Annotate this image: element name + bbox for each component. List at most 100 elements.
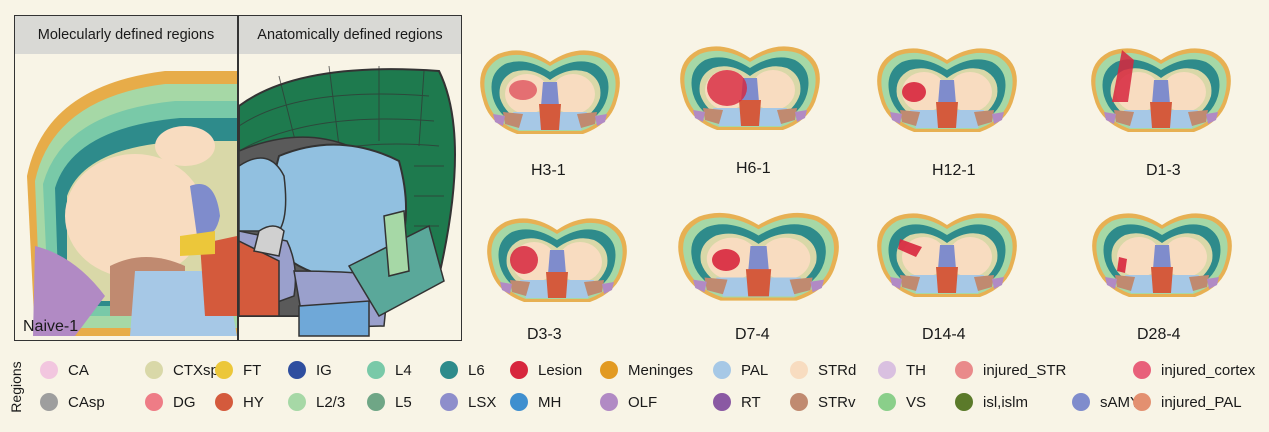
legend-label: CTXsp bbox=[173, 361, 219, 379]
sample-label-d1-3: D1-3 bbox=[1146, 162, 1181, 179]
legend-label: injured_PAL bbox=[1161, 393, 1242, 411]
legend-swatch bbox=[878, 393, 896, 411]
legend-item-casp: CAsp bbox=[40, 392, 105, 412]
legend-item-isl-islm: isl,islm bbox=[955, 392, 1028, 412]
legend-label: Meninges bbox=[628, 361, 694, 379]
legend-swatch bbox=[600, 361, 618, 379]
legend-swatch bbox=[955, 393, 973, 411]
legend-item-hy: HY bbox=[215, 392, 264, 412]
legend-swatch bbox=[878, 361, 896, 379]
legend-label: HY bbox=[243, 393, 264, 411]
legend-item-strv: STRv bbox=[790, 392, 856, 412]
sample-label-d28-4: D28-4 bbox=[1137, 326, 1181, 343]
sample-label-d3-3: D3-3 bbox=[527, 326, 562, 343]
legend-label: isl,islm bbox=[983, 393, 1028, 411]
anatomical-header: Anatomically defined regions bbox=[239, 16, 461, 54]
legend-label: injured_STR bbox=[983, 361, 1067, 379]
naive-brain-molecular bbox=[27, 71, 237, 336]
legend-item-mh: MH bbox=[510, 392, 561, 412]
legend-label: L2/3 bbox=[316, 393, 346, 411]
legend-swatch bbox=[40, 393, 58, 411]
legend-item-rt: RT bbox=[713, 392, 761, 412]
legend-swatch bbox=[440, 361, 458, 379]
sample-label-h12-1: H12-1 bbox=[932, 162, 976, 179]
legend-swatch bbox=[713, 361, 731, 379]
legend-swatch bbox=[215, 361, 233, 379]
legend-label: sAMY bbox=[1100, 393, 1141, 411]
legend-label: VS bbox=[906, 393, 927, 411]
legend-item-ig: IG bbox=[288, 360, 332, 380]
naive-label: Naive-1 bbox=[23, 318, 79, 335]
legend-swatch bbox=[510, 393, 528, 411]
legend-swatch bbox=[600, 393, 618, 411]
legend-label: FT bbox=[243, 361, 262, 379]
legend-label: OLF bbox=[628, 393, 658, 411]
legend-swatch bbox=[367, 361, 385, 379]
legend-item-lesion: Lesion bbox=[510, 360, 582, 380]
legend-item-vs: VS bbox=[878, 392, 926, 412]
legend-swatch bbox=[790, 393, 808, 411]
legend-swatch bbox=[790, 361, 808, 379]
legend-item-ca: CA bbox=[40, 360, 89, 380]
legend-label: TH bbox=[906, 361, 926, 379]
legend-label: LSX bbox=[468, 393, 497, 411]
legend-swatch bbox=[713, 393, 731, 411]
legend-item-ctxsp: CTXsp bbox=[145, 360, 219, 380]
legend-swatch bbox=[145, 361, 163, 379]
brain-section-d28-4 bbox=[1092, 213, 1232, 297]
brain-section-h6-1 bbox=[680, 46, 820, 130]
brain-section-h12-1 bbox=[877, 48, 1017, 132]
brain-section-d1-3 bbox=[1091, 48, 1231, 132]
legend-item-meninges: Meninges bbox=[600, 360, 693, 380]
legend-label: CAsp bbox=[68, 393, 105, 411]
legend-swatch bbox=[1133, 393, 1151, 411]
sample-label-h6-1: H6-1 bbox=[736, 160, 771, 177]
legend-label: CA bbox=[68, 361, 89, 379]
legend-swatch bbox=[40, 361, 58, 379]
legend-swatch bbox=[288, 361, 306, 379]
legend-item-dg: DG bbox=[145, 392, 196, 412]
legend-swatch bbox=[145, 393, 163, 411]
brain-section-d14-4 bbox=[877, 213, 1017, 297]
molecular-header: Molecularly defined regions bbox=[15, 16, 237, 54]
legend-swatch bbox=[510, 361, 528, 379]
legend-item-strd: STRd bbox=[790, 360, 856, 380]
legend-label: DG bbox=[173, 393, 196, 411]
legend-swatch bbox=[367, 393, 385, 411]
legend-swatch bbox=[955, 361, 973, 379]
legend-label: injured_cortex bbox=[1161, 361, 1256, 379]
legend-item-samy: sAMY bbox=[1072, 392, 1140, 412]
sample-label-h3-1: H3-1 bbox=[531, 162, 566, 179]
brain-section-d7-4 bbox=[678, 212, 839, 301]
molecular-panel: Molecularly defined regions Naive-1 bbox=[14, 15, 238, 341]
legend-item-ft: FT bbox=[215, 360, 261, 380]
sample-label-d14-4: D14-4 bbox=[922, 326, 966, 343]
legend-item-l2-3: L2/3 bbox=[288, 392, 345, 412]
brain-section-h3-1 bbox=[480, 50, 620, 134]
legend-item-injured-pal: injured_PAL bbox=[1133, 392, 1242, 412]
legend-label: Lesion bbox=[538, 361, 583, 379]
legend-label: PAL bbox=[741, 361, 769, 379]
legend-label: L6 bbox=[468, 361, 485, 379]
legend-swatch bbox=[1072, 393, 1090, 411]
legend-item-injured-cortex: injured_cortex bbox=[1133, 360, 1255, 380]
legend-label: RT bbox=[741, 393, 761, 411]
legend-swatch bbox=[215, 393, 233, 411]
legend-label: L5 bbox=[395, 393, 412, 411]
naive-brain-anatomical bbox=[239, 65, 456, 337]
legend-swatch bbox=[440, 393, 458, 411]
sample-label-d7-4: D7-4 bbox=[735, 326, 770, 343]
legend-label: STRv bbox=[818, 393, 856, 411]
legend-item-l4: L4 bbox=[367, 360, 412, 380]
brain-section-d3-3 bbox=[487, 218, 627, 302]
legend-item-pal: PAL bbox=[713, 360, 768, 380]
legend-item-l6: L6 bbox=[440, 360, 485, 380]
legend-label: STRd bbox=[818, 361, 857, 379]
legend-swatch bbox=[1133, 361, 1151, 379]
legend-label: IG bbox=[316, 361, 332, 379]
anatomical-panel: Anatomically defined regions bbox=[238, 15, 462, 341]
legend-swatch bbox=[288, 393, 306, 411]
legend-item-lsx: LSX bbox=[440, 392, 496, 412]
legend-item-olf: OLF bbox=[600, 392, 657, 412]
legend-item-injured-str: injured_STR bbox=[955, 360, 1066, 380]
